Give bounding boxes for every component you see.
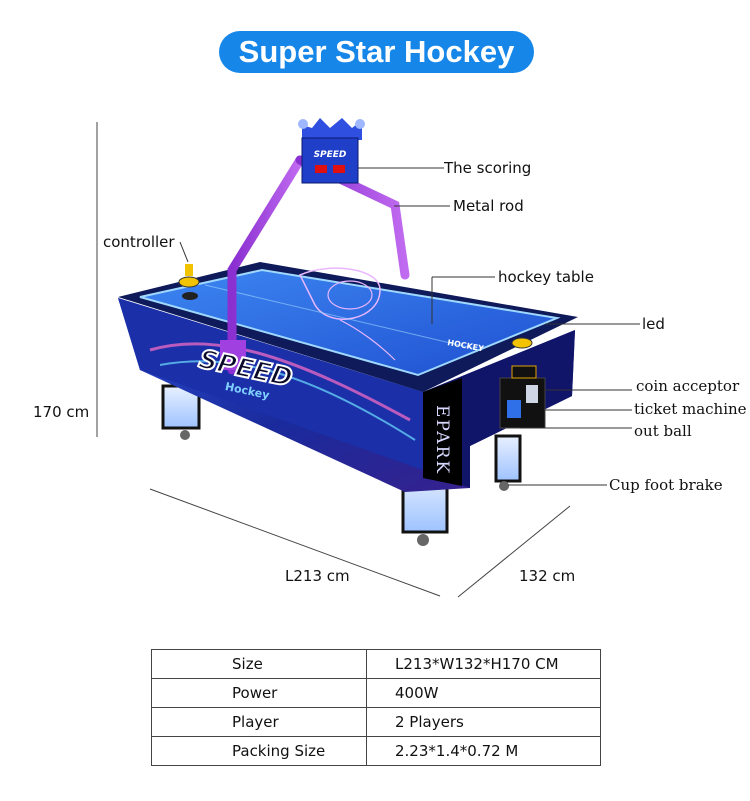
spec-key: Packing Size xyxy=(151,736,367,766)
callout-hockey-table: hockey table xyxy=(498,268,594,286)
callout-out-ball: out ball xyxy=(634,422,692,440)
side-brand-text: EPARK xyxy=(432,405,452,475)
callout-led: led xyxy=(642,315,665,333)
callout-ticket-machine: ticket machine xyxy=(634,400,747,418)
spec-value: 400W xyxy=(366,678,601,708)
width-dimension-line xyxy=(457,505,571,598)
table-row: Power 400W xyxy=(151,678,601,708)
spec-value: 2.23*1.4*0.72 M xyxy=(366,736,601,766)
callout-lines xyxy=(179,167,640,486)
table-row: Size L213*W132*H170 CM xyxy=(151,649,601,679)
table-row: Packing Size 2.23*1.4*0.72 M xyxy=(151,736,601,766)
callout-coin-acceptor: coin acceptor xyxy=(636,377,740,395)
spec-value: 2 Players xyxy=(366,707,601,737)
spec-key: Power xyxy=(151,678,367,708)
length-dimension-line xyxy=(149,488,441,597)
controller-icon xyxy=(178,264,200,288)
spec-key: Player xyxy=(151,707,367,737)
scoreboard-logo: SPEED xyxy=(314,150,347,160)
rod-base xyxy=(220,340,246,370)
callout-controller: controller xyxy=(103,233,175,251)
callout-metal-rod: Metal rod xyxy=(453,197,524,215)
width-dimension-label: 132 cm xyxy=(519,567,576,585)
callout-scoring: The scoring xyxy=(444,159,532,177)
scoreboard xyxy=(298,118,365,184)
height-dimension-label: 170 cm xyxy=(33,403,90,421)
length-dimension-label: L213 cm xyxy=(285,567,350,585)
spec-key: Size xyxy=(151,649,367,679)
table-row: Player 2 Players xyxy=(151,707,601,737)
callout-cup-foot-brake: Cup foot brake xyxy=(609,476,723,494)
spec-table: Size L213*W132*H170 CM Power 400W Player… xyxy=(151,649,601,766)
spec-value: L213*W132*H170 CM xyxy=(366,649,601,679)
page-title: Super Star Hockey xyxy=(219,31,534,73)
